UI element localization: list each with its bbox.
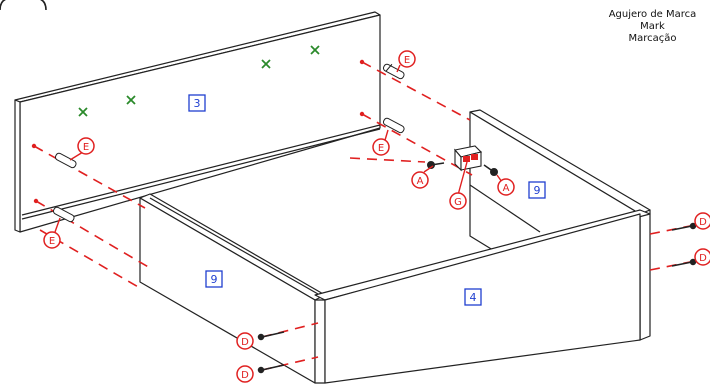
label-d: D	[236, 332, 254, 350]
mark-legend: Agujero de Marca Mark Marcação	[595, 9, 710, 45]
svg-text:G: G	[454, 197, 462, 208]
screw	[483, 164, 498, 176]
screws-long	[257, 222, 697, 374]
front-panel	[314, 209, 651, 384]
screw	[257, 331, 285, 341]
screw	[671, 258, 697, 267]
dowel	[52, 206, 75, 223]
position-marks	[78, 45, 320, 117]
part-box-side-right: 9	[528, 181, 546, 199]
svg-text:E: E	[49, 236, 55, 247]
svg-text:9: 9	[211, 273, 218, 286]
label-d: D	[694, 212, 710, 230]
svg-text:D: D	[241, 337, 249, 348]
headboard-panel	[14, 11, 381, 233]
mark-x	[126, 95, 136, 105]
label-a: A	[411, 171, 429, 189]
svg-text:4: 4	[470, 291, 477, 304]
screw	[671, 222, 697, 231]
dowel	[382, 117, 405, 134]
svg-text:A: A	[503, 183, 510, 194]
label-d: D	[236, 365, 254, 383]
corner-bracket	[453, 145, 483, 172]
label-g: G	[449, 192, 467, 210]
svg-text:A: A	[417, 176, 424, 187]
dowel	[382, 63, 405, 80]
hardware-labels: E E E E A A G D D D D	[43, 50, 710, 383]
svg-text:D: D	[241, 370, 249, 381]
svg-text:E: E	[404, 55, 410, 66]
screw	[257, 364, 285, 374]
corner-circle-fragment	[0, 0, 47, 11]
label-e: E	[398, 50, 416, 68]
mark-x	[261, 59, 271, 69]
part-box-front: 4	[464, 288, 482, 306]
svg-text:D: D	[699, 253, 707, 264]
label-d: D	[694, 248, 710, 266]
mark-x	[310, 45, 320, 55]
svg-text:E: E	[378, 143, 384, 154]
svg-text:D: D	[699, 217, 707, 228]
side-panel-left	[139, 193, 326, 384]
svg-text:3: 3	[194, 97, 201, 110]
legend-line-portuguese: Marcação	[628, 33, 677, 44]
part-box-side-left: 9	[205, 270, 223, 288]
label-a: A	[497, 178, 515, 196]
svg-text:E: E	[83, 142, 89, 153]
legend-line-english: Mark	[640, 21, 665, 32]
dowel	[54, 152, 77, 169]
svg-text:9: 9	[534, 184, 541, 197]
label-e: E	[77, 137, 95, 155]
part-number-labels: 3 9 9 4	[188, 94, 546, 306]
dowels	[52, 63, 405, 223]
part-box-headboard: 3	[188, 94, 206, 112]
label-e: E	[372, 138, 390, 156]
mark-x	[78, 107, 88, 117]
legend-line-spanish: Agujero de Marca	[608, 9, 697, 20]
label-e: E	[43, 231, 61, 249]
